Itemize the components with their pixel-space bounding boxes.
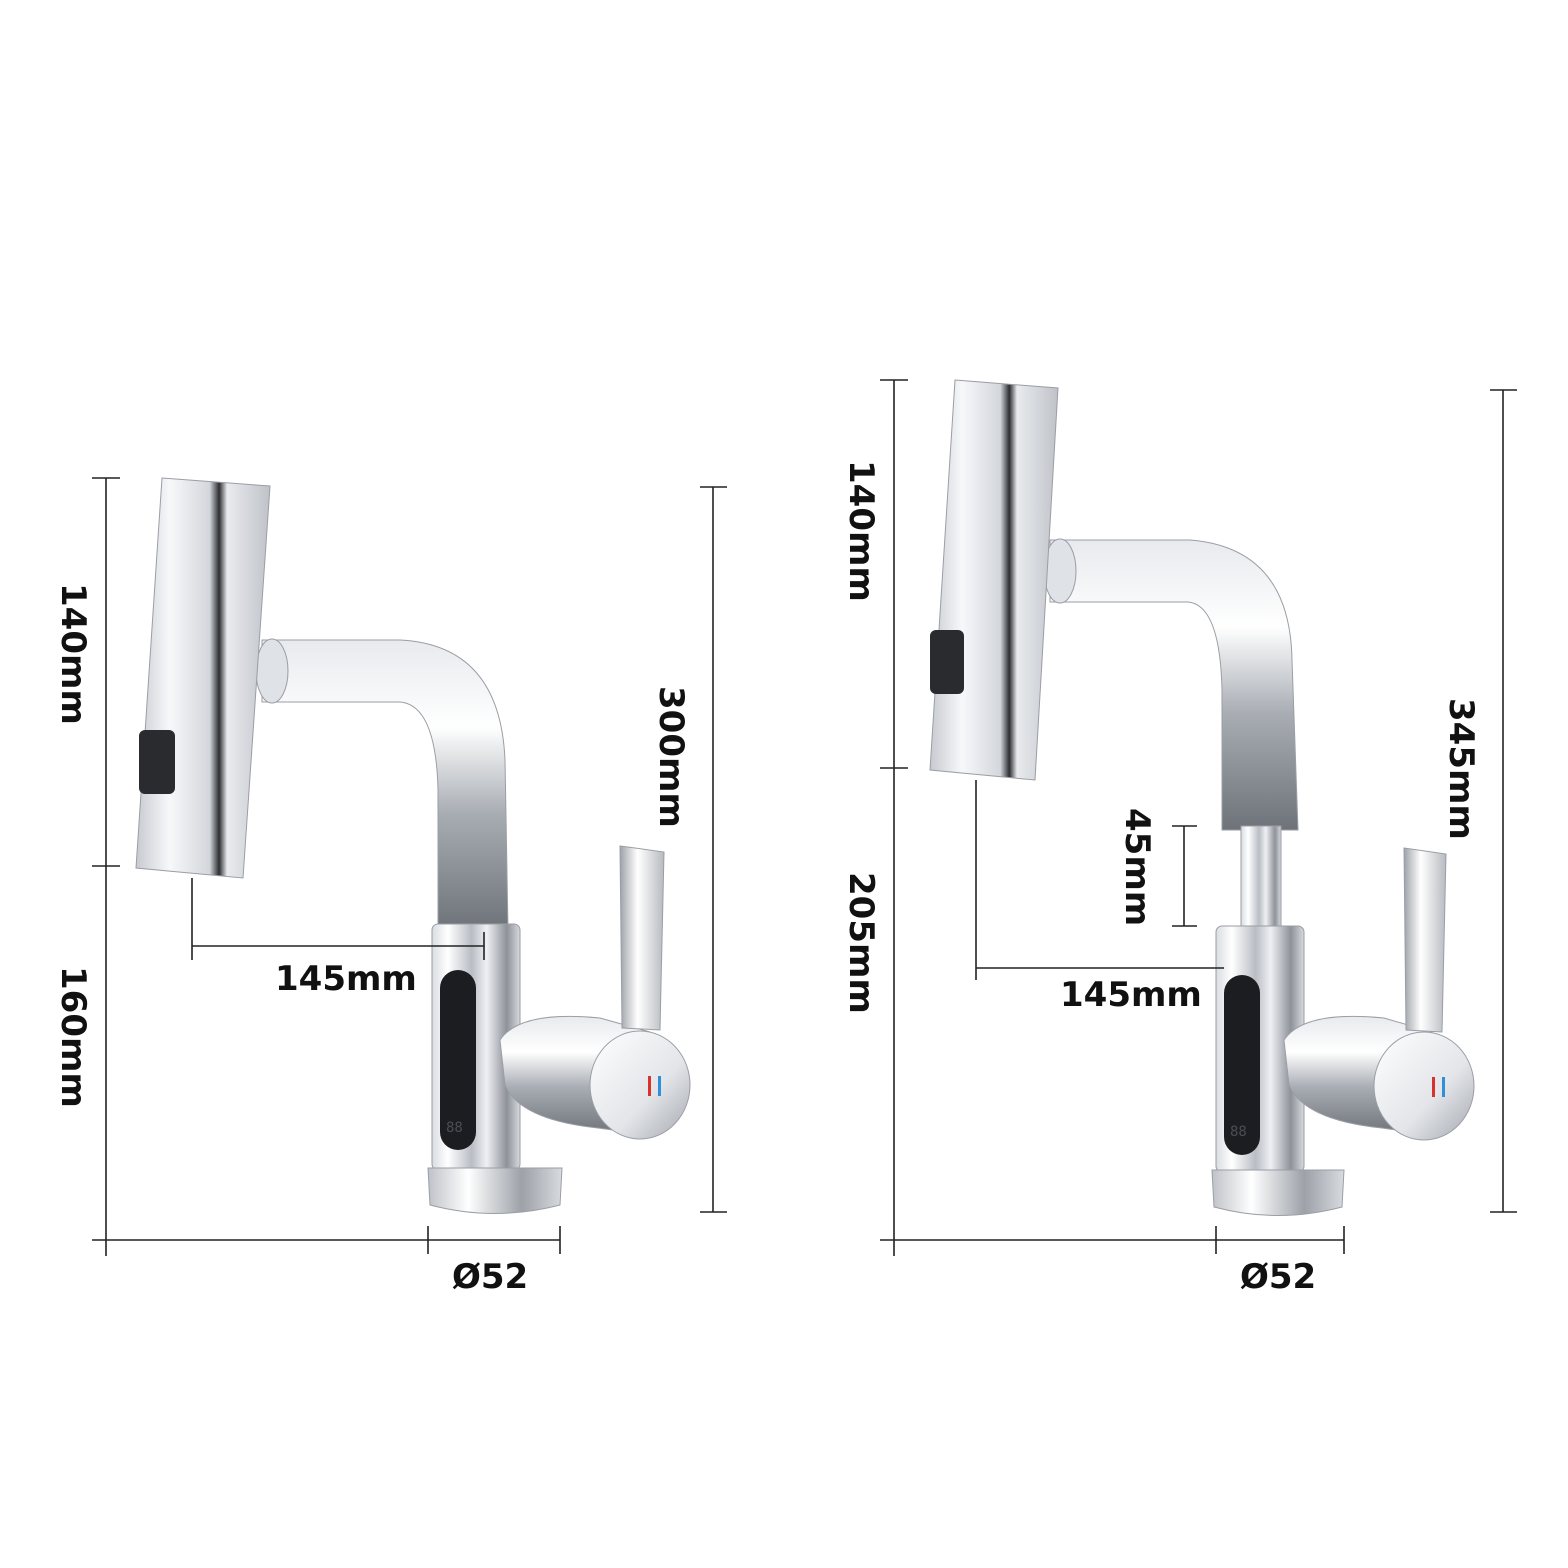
dim-reach-label: 145mm (275, 959, 417, 999)
faucet-extended: 88 (929, 379, 1475, 1216)
pull-out-head (135, 477, 271, 879)
dim-spout-height-label: 160mm (53, 966, 93, 1108)
spray-mode-button-icon (139, 730, 175, 794)
pull-out-head (929, 379, 1059, 781)
dim-total-height-label: 300mm (651, 686, 691, 828)
temperature-digits-icon: 88 (446, 1120, 463, 1136)
lever-cap (1373, 1031, 1475, 1141)
lift-pillar (1240, 825, 1282, 933)
dim-lift-label: 45mm (1117, 808, 1157, 926)
dim-base-diameter-label: Ø52 (452, 1257, 528, 1297)
lever-cap (589, 1030, 691, 1140)
dim-total-height-label: 345mm (1441, 698, 1481, 840)
faucet-base (1211, 1169, 1345, 1216)
spray-mode-button-icon (930, 630, 964, 694)
dims-extended: 140mm 205mm 345mm 45mm 145mm Ø52 (841, 379, 1517, 1297)
spout-arm (261, 639, 509, 931)
cold-indicator-icon (1442, 1077, 1445, 1097)
spout-arm (1049, 539, 1299, 831)
led-display (1224, 975, 1260, 1155)
faucet-base (427, 1167, 563, 1214)
dims-retracted: 140mm 160mm 300mm 145mm Ø52 (53, 477, 727, 1297)
hot-indicator-icon (648, 1076, 651, 1096)
lever-handle (619, 845, 665, 1031)
faucet-retracted: 88 (135, 477, 691, 1214)
temperature-digits-icon: 88 (1230, 1124, 1247, 1140)
cold-indicator-icon (658, 1076, 661, 1096)
dim-reach-label: 145mm (1060, 975, 1202, 1015)
led-display (440, 970, 476, 1150)
dim-spout-height-label: 205mm (841, 872, 881, 1014)
dim-head-height-label: 140mm (53, 583, 93, 725)
hot-indicator-icon (1432, 1077, 1435, 1097)
spout-arm-collar (255, 638, 289, 704)
dim-base-diameter-label: Ø52 (1240, 1257, 1316, 1297)
lever-handle (1403, 847, 1447, 1033)
dim-head-height-label: 140mm (841, 460, 881, 602)
